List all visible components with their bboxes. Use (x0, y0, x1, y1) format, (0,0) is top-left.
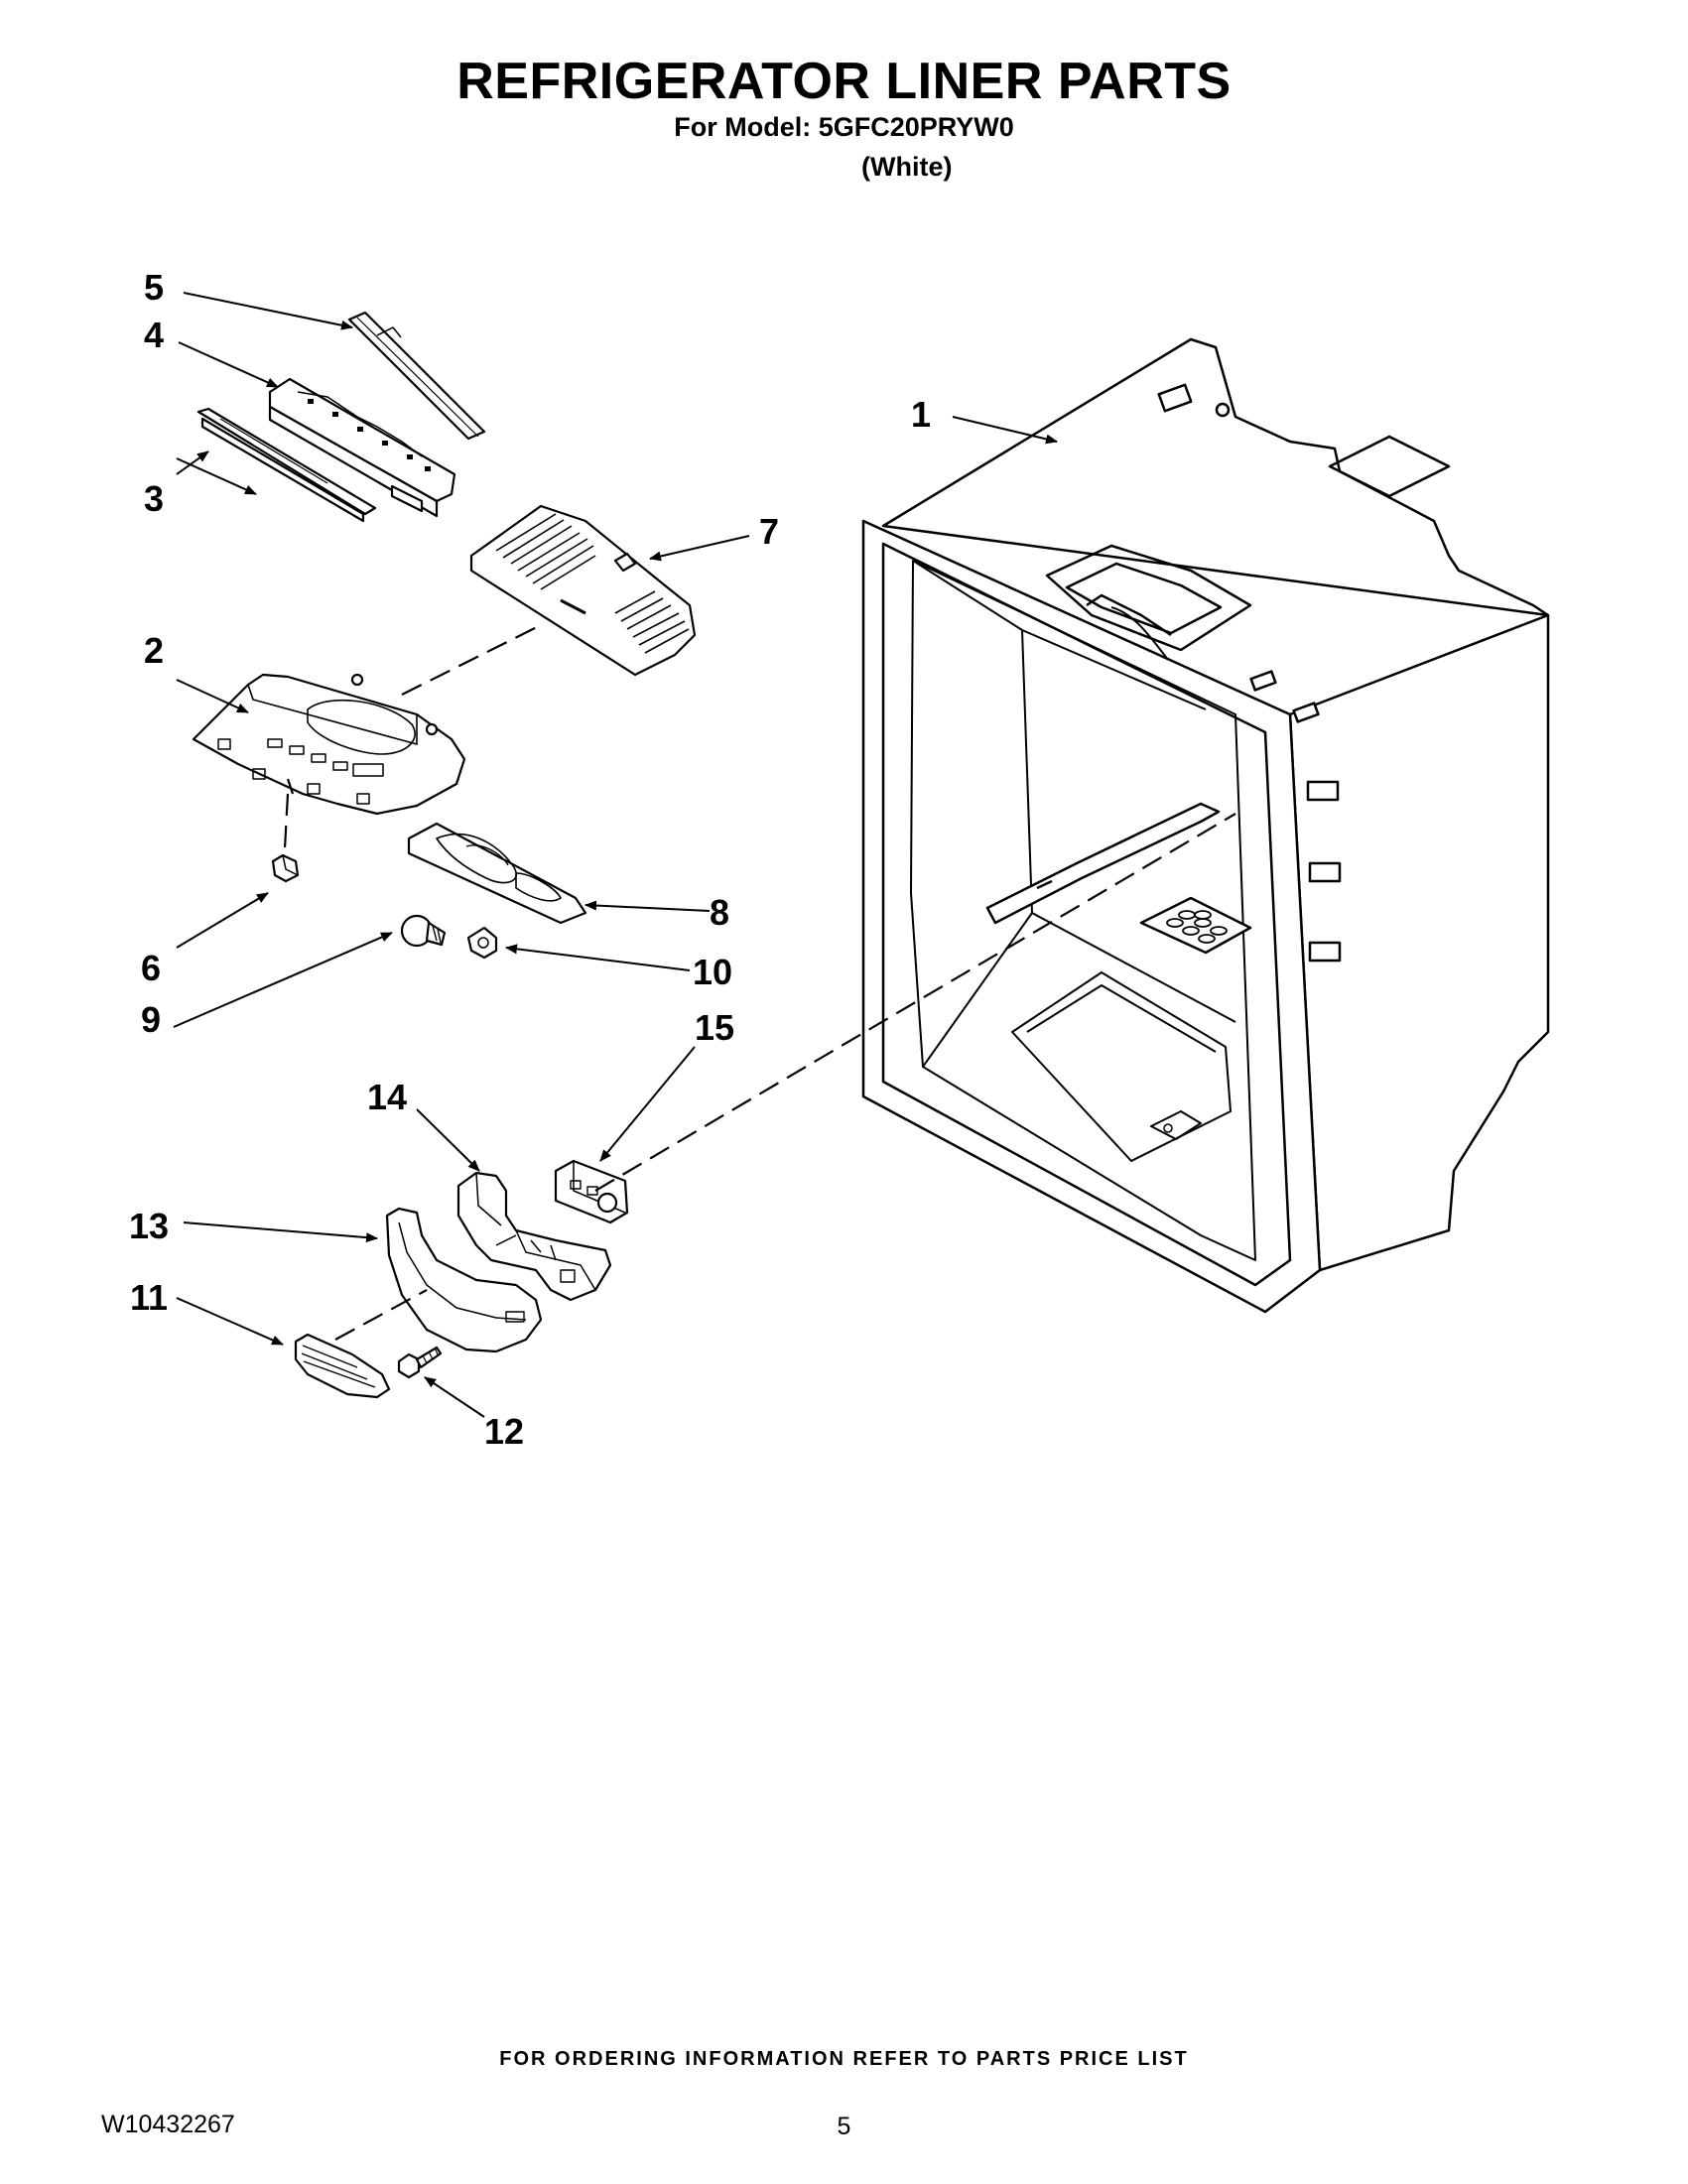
part-7-vent-cover (469, 504, 697, 677)
part-8-lens (407, 822, 587, 925)
callout-2: 2 (144, 630, 164, 671)
callout-1: 1 (911, 394, 931, 435)
part-4-control-housing (268, 377, 456, 518)
callout-14: 14 (367, 1077, 407, 1117)
part-5-strip (347, 311, 486, 441)
callout-6: 6 (141, 948, 161, 988)
part-2-light-housing (192, 673, 466, 816)
part-6-switch (271, 853, 300, 883)
callout-15: 15 (695, 1007, 734, 1048)
callout-3: 3 (144, 478, 164, 519)
part-13-shield (385, 1207, 543, 1353)
callout-4: 4 (144, 315, 164, 355)
model-subtitle: For Model: 5GFC20PRYW0 (674, 112, 1014, 142)
callout-13: 13 (129, 1206, 169, 1246)
callout-7: 7 (759, 511, 779, 552)
part-11-grille (294, 1333, 391, 1399)
leader-lines (173, 292, 1058, 1418)
part-3-trim-strip (196, 407, 377, 523)
ordering-note: FOR ORDERING INFORMATION REFER TO PARTS … (499, 2048, 1189, 2070)
page-number: 5 (837, 2113, 851, 2140)
part-9-light-bulb (400, 914, 447, 948)
callout-8: 8 (710, 892, 729, 933)
color-note: (White) (861, 152, 953, 182)
part-10-socket (466, 926, 498, 960)
callouts: 1 2 3 4 5 6 7 8 9 10 11 12 13 14 15 (129, 267, 931, 1452)
page-title: REFRIGERATOR LINER PARTS (456, 53, 1232, 110)
part-1-liner (861, 337, 1550, 1314)
callout-9: 9 (141, 999, 161, 1040)
callout-10: 10 (693, 952, 732, 992)
part-12-screw (397, 1346, 443, 1379)
assembly-lines (283, 624, 1236, 1341)
document-number: W10432267 (101, 2111, 235, 2138)
callout-5: 5 (144, 267, 164, 308)
part-14-housing (456, 1171, 612, 1302)
callout-11: 11 (130, 1277, 168, 1318)
part-15-control (554, 1159, 629, 1224)
callout-12: 12 (484, 1411, 524, 1452)
